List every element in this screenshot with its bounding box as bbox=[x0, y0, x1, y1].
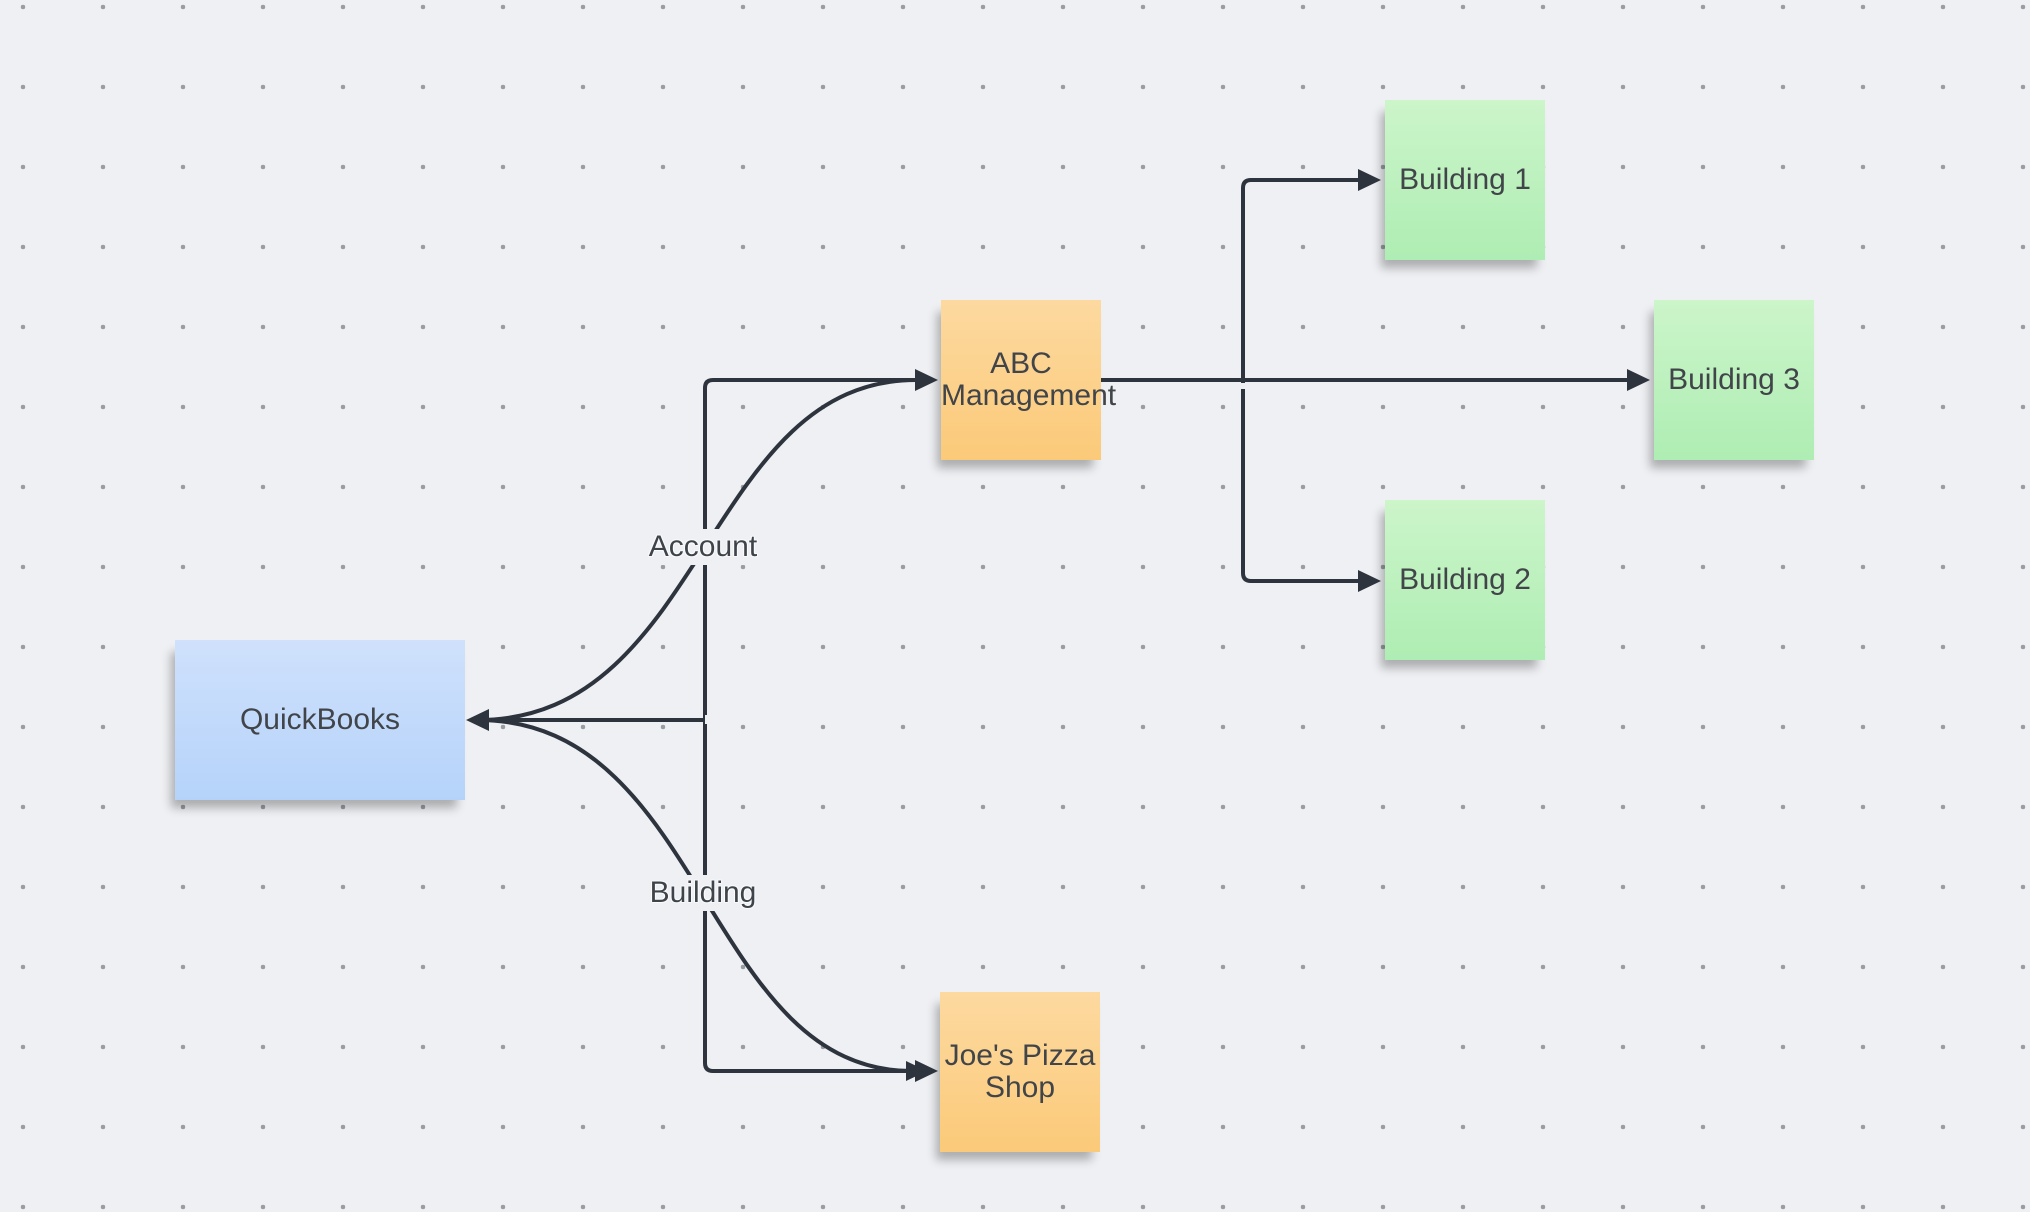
edge-branch-building2[interactable] bbox=[1241, 382, 1359, 583]
node-label: Joe's Pizza Shop bbox=[944, 1039, 1096, 1104]
arrowhead-into-joes-2 bbox=[906, 1061, 927, 1081]
node-abc-management[interactable]: ABC Management bbox=[941, 300, 1117, 460]
node-quickbooks[interactable]: QuickBooks bbox=[175, 640, 465, 800]
junction-notch bbox=[1240, 383, 1245, 389]
node-label: Building 3 bbox=[1668, 363, 1800, 396]
node-label: Building 2 bbox=[1399, 563, 1531, 596]
node-label: QuickBooks bbox=[239, 703, 401, 736]
arrowhead-into-building2 bbox=[1358, 570, 1381, 592]
node-label: ABC Management bbox=[941, 347, 1117, 412]
junction-notch bbox=[705, 715, 710, 724]
node-label: Building 1 bbox=[1399, 163, 1531, 196]
arrowhead-into-building1 bbox=[1358, 169, 1381, 191]
arrowhead-into-quickbooks bbox=[466, 709, 489, 731]
edge-ortho-bus[interactable] bbox=[703, 378, 916, 1073]
arrowhead-into-abc bbox=[915, 369, 938, 391]
edge-label-building[interactable]: Building bbox=[642, 875, 764, 911]
arrowhead-into-building3 bbox=[1627, 369, 1650, 391]
node-building-3[interactable]: Building 3 bbox=[1654, 300, 1814, 460]
edge-label-account[interactable]: Account bbox=[641, 529, 765, 565]
node-building-1[interactable]: Building 1 bbox=[1385, 100, 1545, 260]
node-building-2[interactable]: Building 2 bbox=[1385, 500, 1545, 660]
node-joes-pizza-shop[interactable]: Joe's Pizza Shop bbox=[940, 992, 1100, 1152]
edge-branch-building1[interactable] bbox=[1241, 178, 1359, 378]
